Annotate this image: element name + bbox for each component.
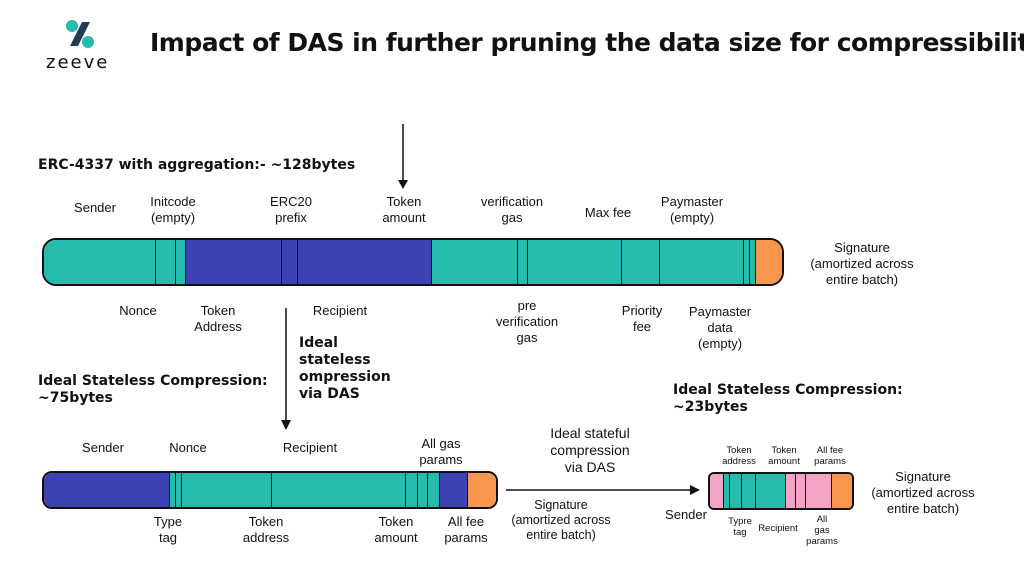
segment-token-address <box>186 240 282 284</box>
zeeve-logo-icon <box>66 20 94 48</box>
s3-signature-label: Signature (amortized across entire batch… <box>871 469 975 516</box>
segment-paymaster-data <box>744 240 750 284</box>
segment-token-amount <box>756 474 786 508</box>
s2-top-label: Recipient <box>282 440 338 455</box>
segment-pre-verification-gas <box>432 240 518 284</box>
down-arrow-icon <box>398 124 408 189</box>
section1-heading: ERC-4337 with aggregation:- ~128bytes <box>38 157 356 173</box>
segment-token-address <box>730 474 742 508</box>
section2-heading: Ideal Stateless Compression: ~75bytes <box>38 373 268 406</box>
right-arrow-icon <box>506 485 700 495</box>
stateless-75-bar <box>42 471 498 509</box>
s3-bottom-label: Sender <box>665 507 707 522</box>
s2-top-label: All gas params <box>419 436 463 467</box>
segment-token-address <box>182 473 272 507</box>
segment-nonce <box>176 473 182 507</box>
segment-sender <box>44 240 156 284</box>
segment-sender <box>710 474 724 508</box>
segment-sender <box>44 473 170 507</box>
segment-type-tag <box>170 473 176 507</box>
segment-type-tag <box>724 474 730 508</box>
segment-signature <box>832 474 852 508</box>
s1-top-label: Token amount <box>382 194 426 225</box>
segment-priority-fee <box>622 240 660 284</box>
stateless-das-label: Ideal stateless ompression via DAS <box>299 335 391 402</box>
segment-all-fee-params <box>440 473 468 507</box>
s1-signature-label: Signature (amortized across entire batch… <box>810 240 914 287</box>
stateful-das-label: Ideal stateful compression via DAS <box>550 425 630 475</box>
s3-bottom-label: Recipient <box>758 523 798 534</box>
s1-top-label: ERC20 prefix <box>270 194 312 225</box>
s3-top-label: Token address <box>722 445 756 467</box>
segment-gas-params <box>428 473 440 507</box>
segment-token-amount <box>406 473 418 507</box>
s1-bottom-label: Nonce <box>119 303 157 318</box>
segment-nonce <box>156 240 176 284</box>
s1-top-label: verification gas <box>480 194 544 225</box>
s1-bottom-label: Token Address <box>194 303 242 334</box>
signature-mid-label: Signature (amortized across entire batch… <box>511 498 611 542</box>
segment-recipient <box>742 474 756 508</box>
s2-bottom-label: Token amount <box>374 514 418 545</box>
page-title: Impact of DAS in further pruning the dat… <box>150 28 1024 57</box>
down-arrow-icon <box>281 308 291 430</box>
s3-bottom-label: All gas params <box>806 514 838 547</box>
section3-heading: Ideal Stateless Compression: ~23bytes <box>673 382 903 415</box>
segment-paymaster-extra <box>750 240 756 284</box>
s1-bottom-label: Paymaster data (empty) <box>688 304 752 351</box>
segment-max-fee <box>528 240 622 284</box>
s2-bottom-label: All fee params <box>444 514 488 545</box>
s3-top-label: All fee params <box>814 445 846 467</box>
stateless-23-bar <box>708 472 854 510</box>
segment-recipient <box>272 473 406 507</box>
segment-initcode <box>176 240 186 284</box>
s1-bottom-label: Priority fee <box>621 303 663 334</box>
s1-top-label: Max fee <box>584 205 632 220</box>
logo-text: zeeve <box>46 52 110 73</box>
segment-verification-gas <box>518 240 528 284</box>
s1-bottom-label: Recipient <box>312 303 368 318</box>
s2-top-label: Sender <box>82 440 124 455</box>
erc4337-bar <box>42 238 784 286</box>
segment-paymaster <box>660 240 744 284</box>
s2-top-label: Nonce <box>169 440 207 455</box>
segment-gas-params <box>786 474 796 508</box>
segment-signature <box>468 473 496 507</box>
s3-top-label: Token amount <box>768 445 800 467</box>
segment-signature <box>756 240 782 284</box>
s2-bottom-label: Type tag <box>153 514 183 545</box>
s3-bottom-label: Typre tag <box>728 516 752 538</box>
segment-erc20-prefix <box>282 240 298 284</box>
segment-recipient <box>298 240 432 284</box>
s1-top-label: Sender <box>74 200 116 215</box>
segment-gas-params <box>418 473 428 507</box>
s2-bottom-label: Token address <box>242 514 290 545</box>
s1-bottom-label: pre verification gas <box>495 298 559 345</box>
s1-top-label: Paymaster (empty) <box>660 194 724 225</box>
segment-gas-params <box>796 474 806 508</box>
segment-all-fee-params <box>806 474 832 508</box>
s1-top-label: Initcode (empty) <box>150 194 196 225</box>
